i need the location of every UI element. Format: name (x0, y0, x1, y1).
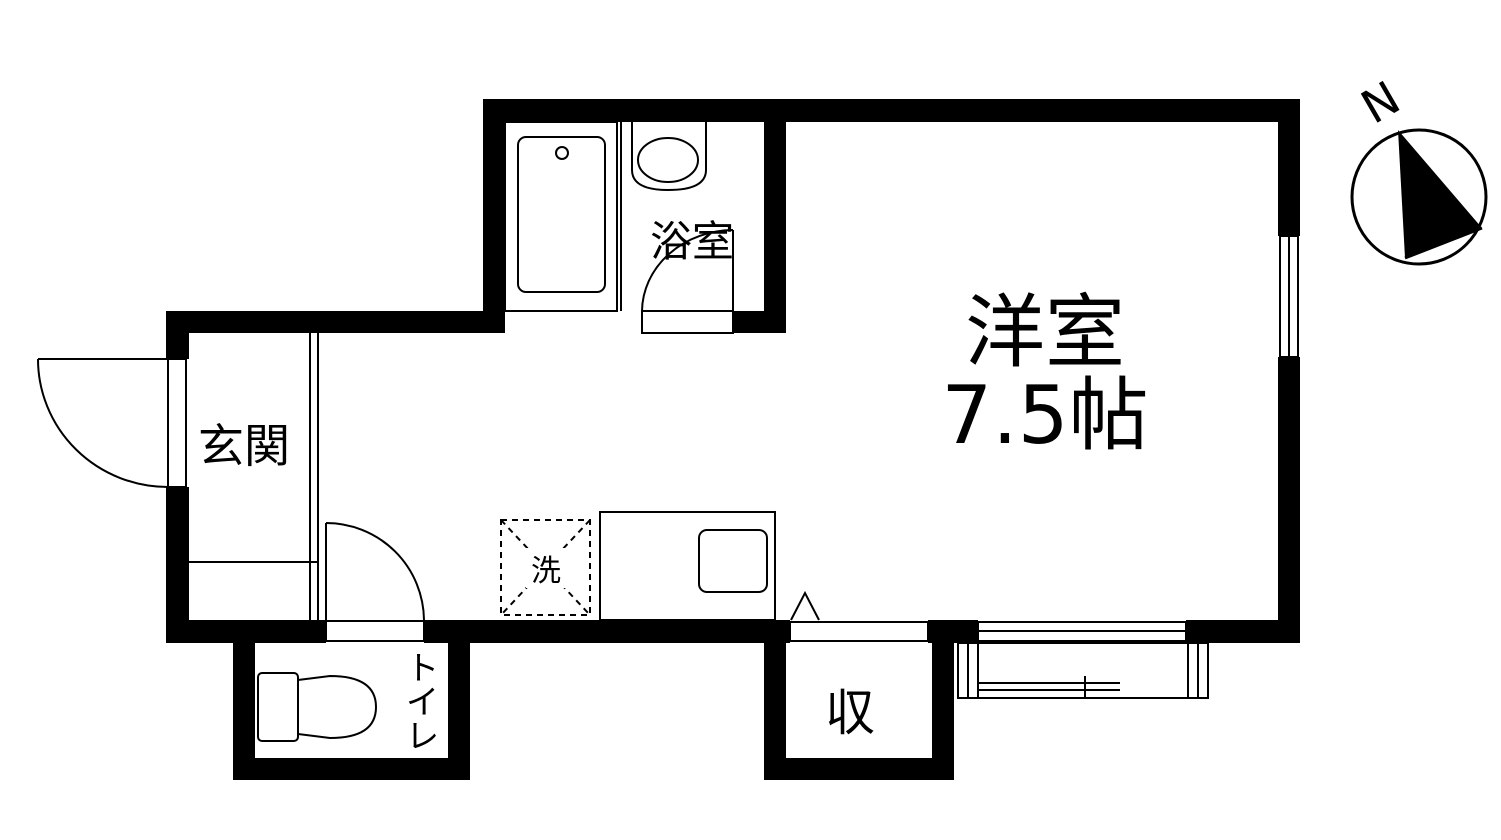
walls (166, 99, 1300, 780)
wall-bath-right (764, 99, 786, 333)
wall-bath-bottom (733, 311, 786, 333)
washer-space (500, 519, 591, 616)
toilet-label: トイレ (399, 650, 439, 752)
washer-label: 洗 (531, 554, 561, 589)
entrance-door[interactable] (37, 358, 187, 488)
wall-toilet-right (448, 620, 470, 780)
toilet-fixture (257, 672, 378, 742)
side-window (1279, 235, 1299, 358)
bath-door[interactable] (641, 229, 734, 334)
wall-right-upper (1278, 99, 1300, 236)
wall-left-upper (166, 311, 189, 359)
wall-toilet-left (233, 620, 255, 780)
toilet-door[interactable] (325, 522, 425, 642)
wall-toilet-bottom (233, 758, 470, 780)
western-room-name: 洋室 (965, 286, 1125, 379)
balcony-window (957, 621, 1209, 699)
wall-storage-bottom (764, 758, 954, 780)
bathtub (504, 121, 618, 312)
wall-entrance-top (166, 311, 505, 333)
wall-bottom-2 (424, 620, 790, 643)
wall-right-lower (1278, 357, 1300, 643)
north-arrow-icon (1398, 130, 1482, 258)
wall-bath-left (483, 99, 505, 333)
kitchen-counter (599, 511, 776, 621)
wall-storage-left (764, 620, 786, 780)
refrigerator-mark (790, 590, 820, 621)
western-room-size: 7.5帖 (941, 369, 1148, 462)
shoe-cabinet (189, 333, 319, 620)
storage-door[interactable] (789, 621, 929, 642)
entrance-label: 玄関 (198, 419, 290, 473)
wall-storage-right (932, 620, 954, 780)
north-label: N (1352, 70, 1409, 134)
wall-top (483, 99, 1300, 122)
wall-bottom-4 (1186, 620, 1300, 643)
bathroom-label: 浴室 (650, 217, 734, 266)
storage-label: 収 (825, 684, 875, 742)
wall-left-lower (166, 487, 189, 643)
washbasin (620, 122, 707, 311)
compass: N (1350, 70, 1488, 266)
